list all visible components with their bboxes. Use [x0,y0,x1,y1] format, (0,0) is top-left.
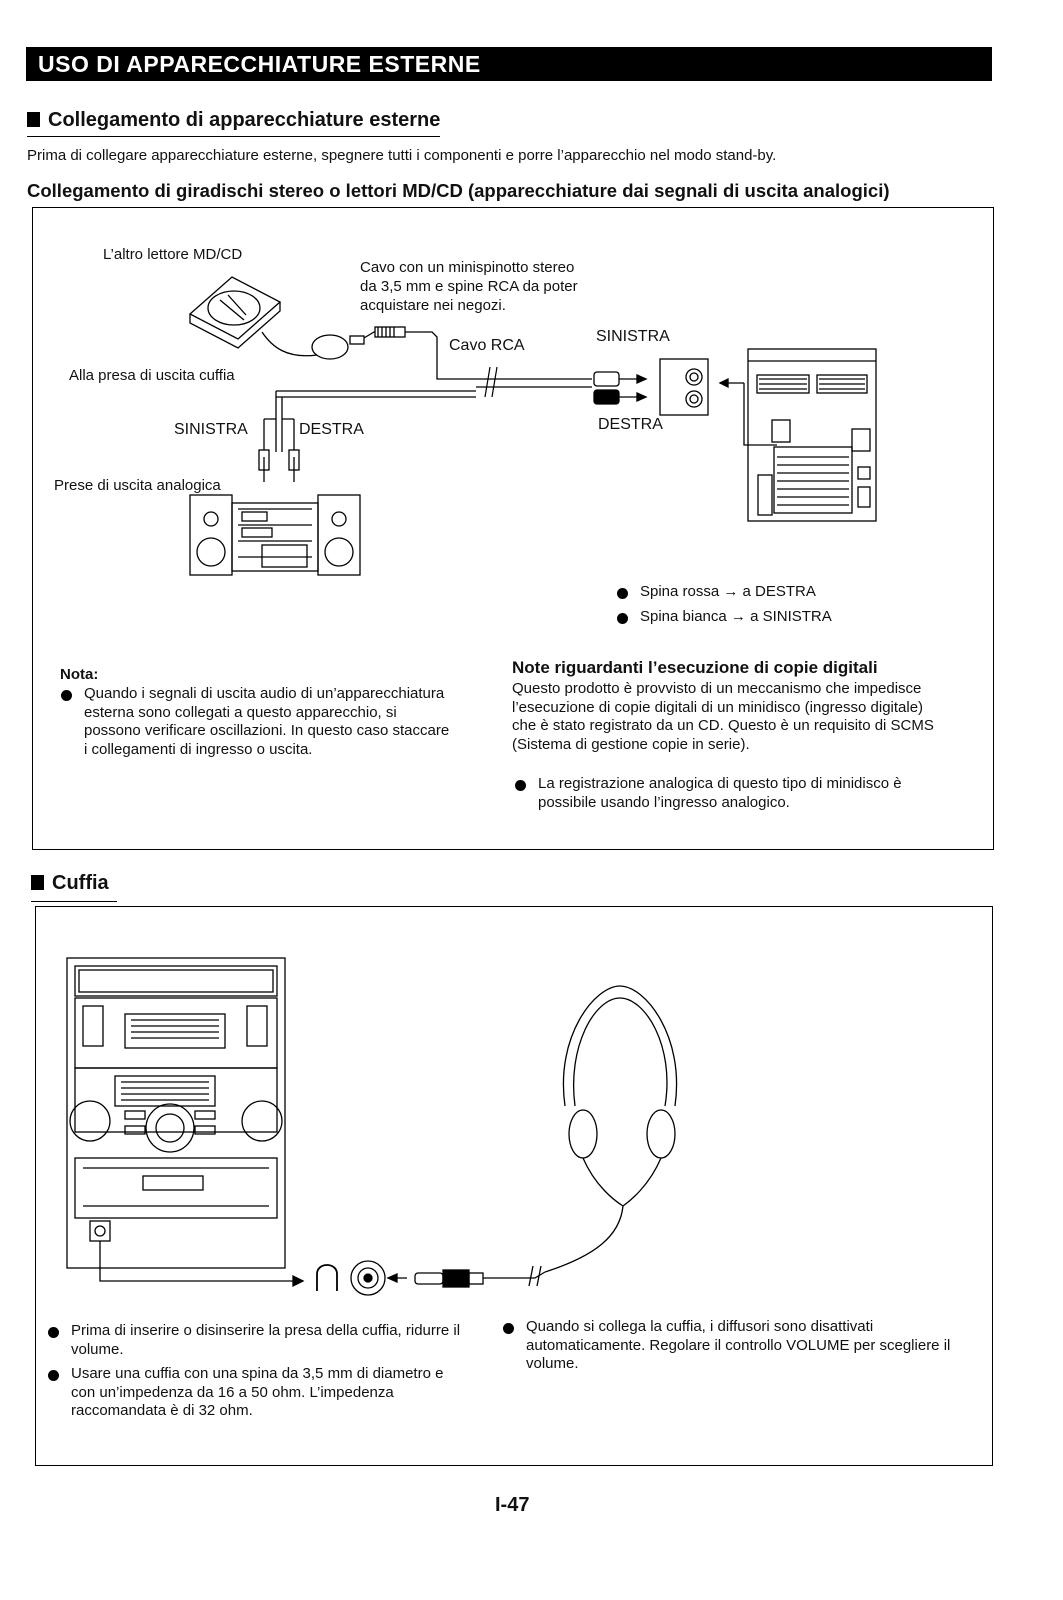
label-right-unit: DESTRA [598,416,663,433]
main-unit-front-icon [66,957,286,1269]
label-rca-cable: Cavo RCA [449,337,525,354]
list-item: Usare una cuffia con una spina da 3,5 mm… [45,1365,465,1421]
page-number: I-47 [495,1494,530,1516]
subheading-analog: Collegamento di giradischi stereo o lett… [27,180,890,201]
md-cd-player-icon [188,276,282,349]
label-headphone-output: Alla presa di uscita cuffia [69,367,235,384]
square-bullet-icon [31,875,44,890]
label-other-player: L’altro lettore MD/CD [103,246,243,263]
headphone-left-list: Prima di inserire o disinserire la presa… [45,1322,465,1421]
section-heading-headphones: Cuffia [31,872,117,902]
list-item: La registrazione analogica di questo tip… [512,775,944,812]
digital-note-list: La registrazione analogica di questo tip… [512,775,944,812]
list-item: Quando si collega la cuffia, i diffusori… [500,1318,986,1374]
stereo-system-icon [189,494,361,576]
page-banner-title: USO DI APPARECCHIATURE ESTERNE [26,47,992,81]
list-item: Quando i segnali di uscita audio di un’a… [58,685,453,759]
digital-note-title: Note riguardanti l’esecuzione di copie d… [512,658,878,677]
connection-diagram-box [32,207,994,850]
note-list: Quando i segnali di uscita audio di un’a… [58,685,453,759]
headphone-right-list: Quando si collega la cuffia, i diffusori… [500,1318,986,1374]
section-heading-text: Cuffia [52,872,109,894]
plug-color-list: Spina rossa → a DESTRA Spina bianca → a … [614,583,944,626]
label-cable-line-2: da 3,5 mm e spine RCA da poter [360,278,578,295]
note-title: Nota: [60,666,99,683]
section-heading-text: Collegamento di apparecchiature esterne [48,109,441,131]
label-right: DESTRA [299,421,364,438]
list-item: Spina rossa → a DESTRA [614,583,944,602]
square-bullet-icon [27,112,40,127]
label-left: SINISTRA [174,421,248,438]
label-left-top: SINISTRA [596,328,670,345]
headphones-icon [562,985,678,1207]
headphone-diagram [66,957,678,1296]
label-cable-line-1: Cavo con un minispinotto stereo [360,259,575,276]
digital-note-body: Questo prodotto è provvisto di un meccan… [512,680,934,753]
intro-text: Prima di collegare apparecchiature ester… [27,147,777,164]
headphone-diagram-box [35,906,993,1466]
list-item: Prima di inserire o disinserire la presa… [45,1322,465,1359]
connection-diagram [188,276,877,576]
headphone-plug-icon [261,326,406,360]
section-heading-connection: Collegamento di apparecchiature esterne [27,109,441,137]
list-item: Spina bianca → a SINISTRA [614,608,944,627]
label-analog-outputs: Prese di uscita analogica [54,477,221,494]
label-cable-line-3: acquistare nei negozi. [360,297,506,314]
label-cable-description: Cavo con un minispinotto stereo da 3,5 m… [360,258,578,315]
